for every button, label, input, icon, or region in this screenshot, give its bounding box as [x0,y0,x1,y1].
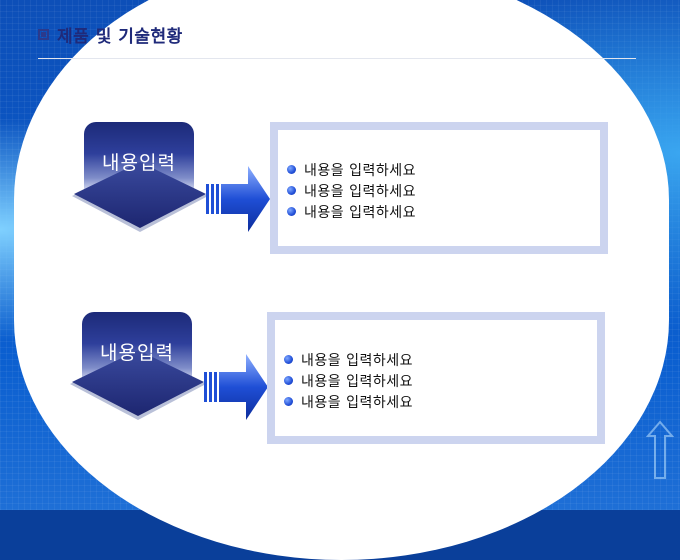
bullet-dot-icon [287,186,296,195]
content-box [270,122,608,254]
diamond-shape [70,350,206,420]
list-item: 내용을 입력하세요 [287,180,416,201]
square-bullet-icon [38,29,49,40]
right-arrow-icon [206,166,270,232]
diagram-group-2: 내용입력 내용을 입력하세요 내용을 입력하세요 내용을 입력하세요 [0,308,680,444]
bullet-dot-icon [284,376,293,385]
diagram-group-1: 내용입력 내용을 입력하세요 내용을 입력하세요 내용을 입력하세요 [0,118,680,254]
bullet-list: 내용을 입력하세요 내용을 입력하세요 내용을 입력하세요 [284,349,413,412]
bullet-dot-icon [284,397,293,406]
slide-panel [14,0,669,560]
list-item: 내용을 입력하세요 [284,370,413,391]
header-divider [38,58,636,59]
list-item: 내용을 입력하세요 [287,201,416,222]
list-item: 내용을 입력하세요 [284,349,413,370]
list-item: 내용을 입력하세요 [284,391,413,412]
bullet-list: 내용을 입력하세요 내용을 입력하세요 내용을 입력하세요 [287,159,416,222]
group-label: 내용입력 [102,152,176,174]
slide-header: 제품 및 기술현황 [38,22,183,47]
group-label: 내용입력 [100,342,174,364]
up-arrow-decoration-icon [646,420,674,479]
content-box [267,312,605,444]
bullet-dot-icon [287,165,296,174]
right-arrow-icon [204,354,268,420]
slide-title: 제품 및 기술현황 [57,27,183,47]
bullet-dot-icon [287,207,296,216]
bullet-dot-icon [284,355,293,364]
list-item: 내용을 입력하세요 [287,159,416,180]
diamond-shape [72,162,208,232]
